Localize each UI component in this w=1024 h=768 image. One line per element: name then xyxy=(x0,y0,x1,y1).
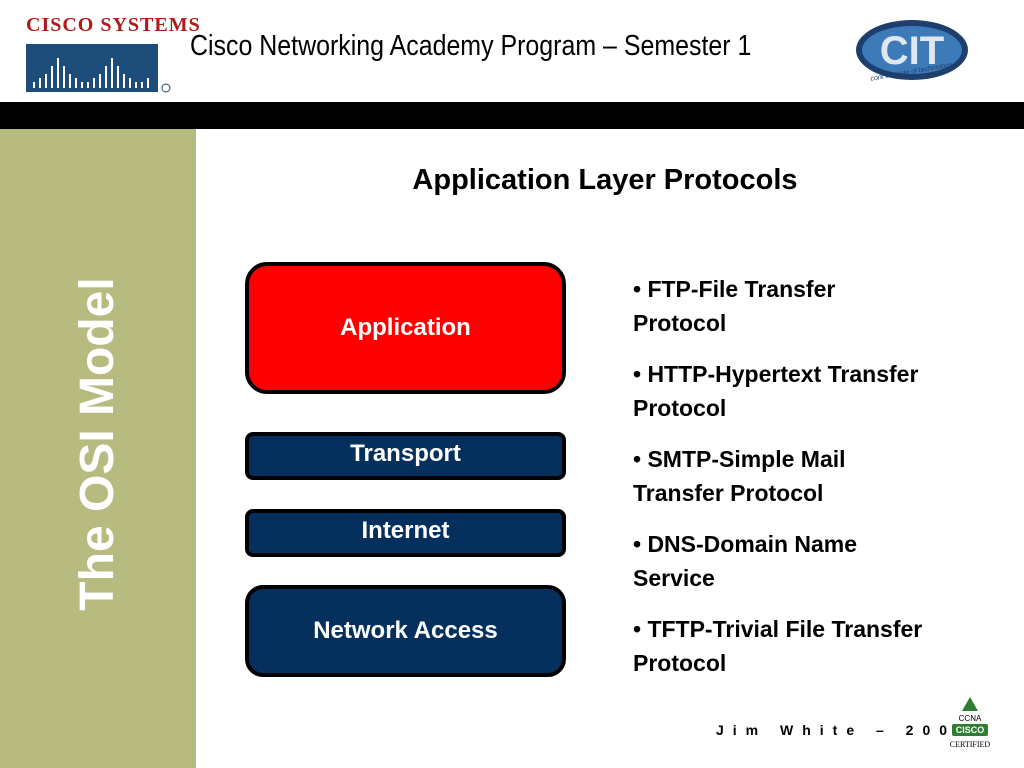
list-item: • FTP-File Transfer Protocol xyxy=(633,276,836,336)
header-divider-bar xyxy=(0,102,1024,129)
slide-title: Application Layer Protocols xyxy=(412,164,798,196)
protocol-list: • FTP-File Transfer Protocol • HTTP-Hype… xyxy=(633,272,933,697)
badge-ccna-text: CCNA xyxy=(959,714,982,723)
cisco-logo-wordmark: CISCO SYSTEMS xyxy=(26,14,201,36)
layer-network-access: Network Access xyxy=(245,585,566,677)
badge-cisco-text: CISCO xyxy=(956,725,985,735)
list-item: • DNS-Domain Name Service xyxy=(633,531,858,591)
list-item: • HTTP-Hypertext Transfer Protocol xyxy=(633,361,919,421)
cit-logo-letters: CIT xyxy=(880,29,944,73)
badge-certified-text: CERTIFIED xyxy=(950,740,991,749)
layer-application: Application xyxy=(245,262,566,394)
cisco-bridge-icon xyxy=(26,44,171,93)
list-item: • TFTP-Trivial File Transfer Protocol xyxy=(633,616,923,676)
cit-logo: CIT xyxy=(856,20,968,80)
layer-internet: Internet xyxy=(245,509,566,557)
course-title: Cisco Networking Academy Program – Semes… xyxy=(190,30,752,62)
author-credit: Jim White – 2002 xyxy=(716,722,973,738)
cisco-systems-logo: CISCO SYSTEMS xyxy=(24,14,200,94)
sidebar xyxy=(0,129,196,768)
sidebar-title: The OSI Model xyxy=(71,277,124,611)
ccna-certified-badge: CCNA CISCO CERTIFIED xyxy=(950,697,991,749)
list-item: • SMTP-Simple Mail Transfer Protocol xyxy=(633,446,846,506)
slide-header: CISCO SYSTEMS xyxy=(0,0,1024,102)
layer-transport: Transport xyxy=(245,432,566,480)
